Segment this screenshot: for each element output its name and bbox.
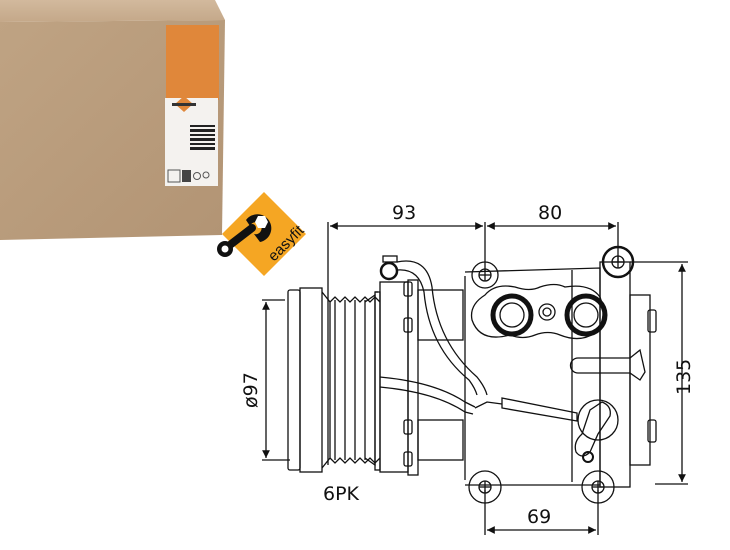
- dim-69: 69: [527, 506, 551, 528]
- dim-93: 93: [392, 202, 416, 224]
- dimension-bottom: [484, 490, 599, 535]
- mount-boss-top-right: [601, 245, 635, 279]
- mount-boss-top-left: [471, 261, 499, 289]
- dim-diameter: ø97: [240, 372, 262, 408]
- brand-label-orange: [166, 25, 219, 100]
- dim-80: 80: [538, 202, 562, 224]
- product-label: [165, 98, 218, 186]
- dimension-top: [327, 222, 619, 465]
- packaging-box: [0, 0, 225, 240]
- box-top-face: [0, 0, 225, 22]
- dimension-height: [630, 261, 688, 485]
- wiring-harness: [379, 255, 619, 463]
- dimension-diameter: [262, 299, 290, 461]
- easyfit-badge: easyfit: [217, 192, 308, 276]
- belt-profile-label: 6PK: [323, 483, 360, 505]
- mount-boss-bottom-left: [468, 470, 502, 504]
- dim-135: 135: [673, 359, 695, 395]
- port-manifold: [470, 283, 608, 340]
- wrench-icon: [217, 214, 272, 257]
- barcode-icon: [190, 125, 215, 150]
- pulley: [287, 287, 381, 473]
- certification-marks-icon: [167, 169, 210, 183]
- mount-boss-bottom-right: [581, 470, 615, 504]
